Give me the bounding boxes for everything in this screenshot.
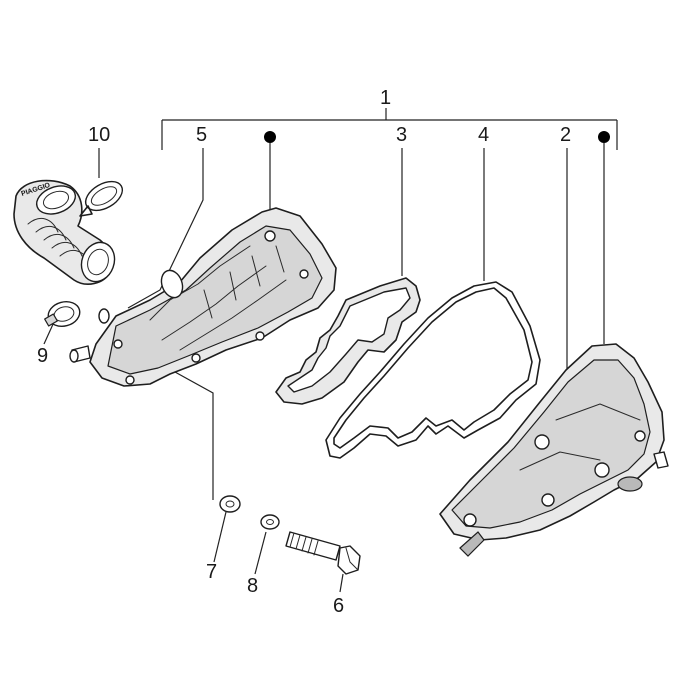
label-8: 8: [247, 575, 258, 597]
bullet-marker-housing: [264, 131, 276, 143]
bullet-marker-cover: [598, 131, 610, 143]
label-5: 5: [196, 124, 207, 146]
large-hose-clamp: [79, 180, 124, 217]
label-9: 9: [37, 345, 48, 367]
assembly-bracket: [161, 108, 618, 150]
label-3: 3: [396, 124, 407, 146]
bolt: [285, 531, 361, 575]
washer-a: [219, 495, 241, 513]
label-7: 7: [206, 561, 217, 583]
intake-duct: PIAGGIO: [13, 179, 116, 285]
washer-b: [260, 514, 280, 530]
small-plug: [98, 308, 110, 324]
filter-element: [275, 277, 421, 405]
label-1: 1: [380, 87, 391, 109]
label-4: 4: [478, 124, 489, 146]
filter-cover: [439, 343, 669, 557]
gasket: [325, 281, 541, 459]
airbox-housing: [69, 207, 337, 387]
label-10: 10: [88, 124, 110, 146]
label-6: 6: [333, 595, 344, 617]
small-hose-clamp: [44, 300, 81, 328]
label-2: 2: [560, 124, 571, 146]
